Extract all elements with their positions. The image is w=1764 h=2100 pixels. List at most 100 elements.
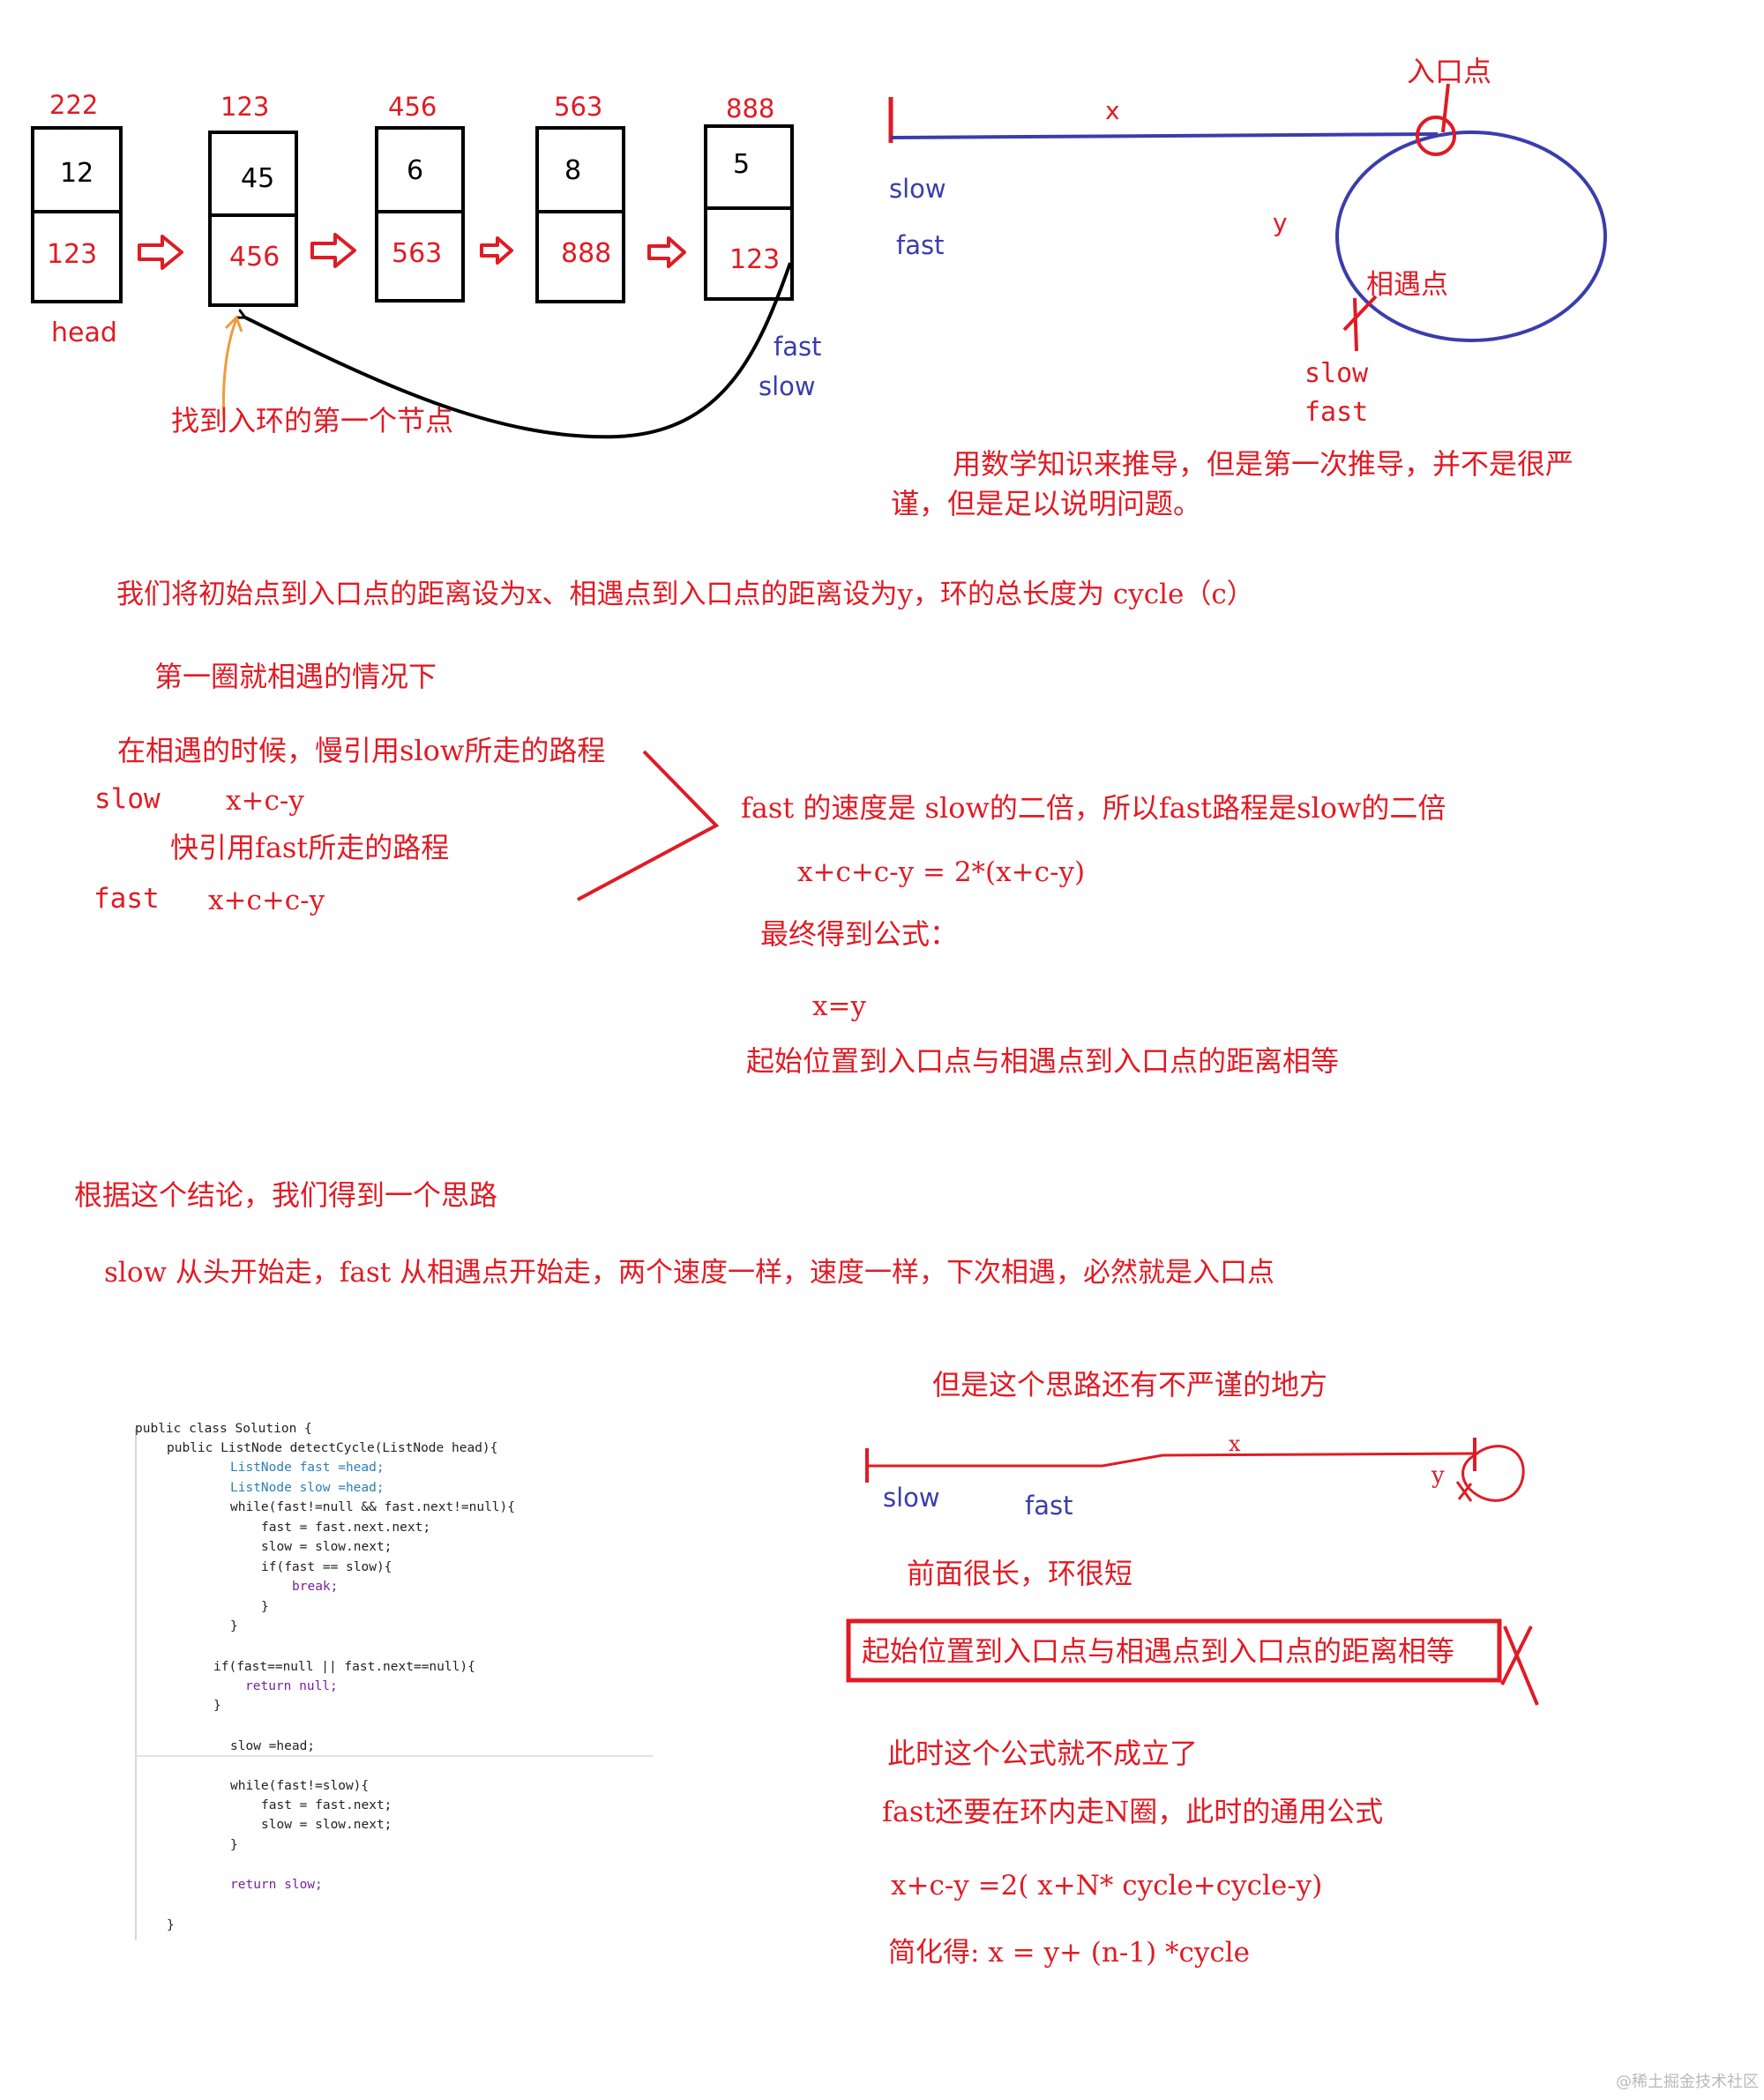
node-next: 456	[229, 242, 280, 273]
code-line: slow = slow.next;	[261, 1540, 392, 1554]
code-line: slow =head;	[230, 1739, 315, 1753]
code-line: public ListNode detectCycle(ListNode hea…	[167, 1441, 497, 1455]
node-next: 123	[47, 239, 97, 270]
fast-label: fast	[774, 332, 821, 362]
derivation: 我们将初始点到入口点的距离设为x、相遇点到入口点的距离设为y，环的总长度为 cy…	[93, 579, 1446, 1078]
definition-text: 我们将初始点到入口点的距离设为x、相遇点到入口点的距离设为y，环的总长度为 cy…	[116, 579, 1254, 610]
crossed-statement-box	[846, 1618, 1502, 1683]
general-equation: x+c-y =2( x+N* cycle+cycle-y)	[891, 1870, 1322, 1902]
x-segment	[867, 1452, 1474, 1468]
code-line: slow = slow.next;	[261, 1818, 392, 1832]
code-line: if(fast==null || fast.next==null){	[213, 1660, 475, 1674]
next-arrow-icon	[480, 236, 513, 265]
fast-expr: x+c+c-y	[208, 885, 325, 916]
next-arrow-icon	[138, 235, 183, 270]
entry-label: 入口点	[1407, 55, 1491, 88]
node-address: 456	[388, 92, 437, 122]
first-lap-title: 第一圈就相遇的情况下	[154, 660, 437, 693]
idea-detail: slow 从头开始走，fast 从相遇点开始走，两个速度一样，速度一样，下次相遇…	[104, 1257, 1274, 1289]
slow-start-label: slow	[889, 174, 946, 204]
short-loop-note: 前面很长，环很短	[907, 1557, 1132, 1590]
watermark: @稀土掘金技术社区	[1616, 2073, 1759, 2091]
meet-label: 相遇点	[1366, 269, 1448, 301]
code-line: public class Solution {	[135, 1422, 312, 1436]
y-label: y	[1273, 208, 1288, 237]
slow-meet-label: slow	[1304, 358, 1369, 389]
idea-title: 根据这个结论，我们得到一个思路	[74, 1178, 497, 1212]
slow-label: slow	[94, 783, 161, 815]
counter-title: 但是这个思路还有不严谨的地方	[932, 1368, 1327, 1401]
orange-pointer-head	[224, 315, 243, 333]
math-note-line2: 谨，但是足以说明问题。	[891, 487, 1201, 520]
node-box	[31, 126, 123, 303]
head-label: head	[51, 318, 117, 348]
x-segment	[890, 132, 1439, 139]
code-line: return slow;	[230, 1878, 323, 1892]
linked-list: 222 12 123 123 45 456 456 6 563 563 8	[31, 90, 821, 439]
cycle-ellipse	[1335, 131, 1607, 342]
equation: x+c+c-y = 2*(x+c-y)	[797, 856, 1085, 888]
implies-bracket	[577, 750, 720, 901]
invalid-note: 此时这个公式就不成立了	[887, 1737, 1198, 1770]
idea: 根据这个结论，我们得到一个思路 slow 从头开始走，fast 从相遇点开始走，…	[74, 1178, 1274, 1289]
list-node: 563 8 888	[535, 92, 625, 303]
orange-pointer	[221, 318, 238, 422]
code-snippet: public class Solution { public ListNode …	[135, 1422, 653, 1940]
y-label: y	[1431, 1462, 1445, 1489]
code-line: if(fast == slow){	[261, 1560, 392, 1574]
code-line: }	[213, 1699, 221, 1713]
fast-path-title: 快引用fast所走的路程	[170, 831, 449, 864]
code-line: ListNode fast =head;	[230, 1461, 385, 1475]
code-line: }	[167, 1918, 175, 1932]
find-entry-note: 找到入环的第一个节点	[171, 404, 453, 437]
meet-point-cross-icon	[1342, 295, 1378, 352]
invalid-cross-icon	[1500, 1625, 1539, 1706]
node-box	[375, 126, 465, 303]
node-address: 123	[220, 92, 269, 122]
list-node: 123 45 456	[208, 92, 298, 307]
slow-label: slow	[759, 371, 816, 401]
fast-meet-label: fast	[1304, 397, 1368, 428]
node-address: 888	[726, 93, 774, 123]
meet-point-cross-icon	[1455, 1481, 1473, 1502]
node-box	[704, 124, 794, 301]
node-val: 8	[564, 155, 581, 186]
code-line: while(fast!=null && fast.next!=null){	[230, 1500, 515, 1514]
x-label: x	[1105, 96, 1120, 125]
node-box	[208, 131, 298, 307]
conclusion: 起始位置到入口点与相遇点到入口点的距离相等	[746, 1044, 1339, 1078]
crossed-statement: 起始位置到入口点与相遇点到入口点的距离相等	[862, 1634, 1454, 1668]
slow-label: slow	[883, 1483, 940, 1513]
node-next: 563	[392, 238, 442, 269]
fast-label: fast	[93, 883, 160, 915]
small-cycle	[1461, 1445, 1525, 1502]
node-val: 45	[241, 163, 274, 194]
node-address: 563	[554, 92, 602, 122]
code-line: }	[261, 1600, 269, 1614]
final-formula-title: 最终得到公式：	[760, 917, 958, 951]
code-line: }	[230, 1619, 238, 1633]
math-note-line1: 用数学知识来推导，但是第一次推导，并不是很严	[953, 447, 1573, 481]
cycle-diagram-top: x 入口点 y 相遇点 slow fast slow fast 用数学知识来推导…	[888, 55, 1607, 520]
speed-note: fast 的速度是 slow的二倍，所以fast路程是slow的二倍	[741, 791, 1446, 825]
node-val: 5	[733, 149, 750, 180]
next-arrow-icon	[310, 233, 356, 268]
code-line: fast = fast.next;	[261, 1798, 392, 1812]
code-line: fast = fast.next.next;	[261, 1521, 430, 1535]
node-box	[535, 126, 625, 303]
fast-start-label: fast	[896, 230, 944, 260]
cycle-back-arrow	[245, 262, 792, 439]
fast-label: fast	[1025, 1491, 1073, 1521]
entry-point-circle	[1416, 116, 1456, 156]
general-title: fast还要在环内走N圈，此时的通用公式	[882, 1795, 1383, 1828]
node-address: 222	[49, 90, 98, 120]
entry-point-stem	[1441, 83, 1450, 133]
code-line: while(fast!=slow){	[230, 1779, 369, 1793]
slow-expr: x+c-y	[226, 785, 304, 817]
node-val: 6	[407, 155, 423, 186]
x-label: x	[1229, 1431, 1241, 1456]
list-node: 222 12 123	[31, 90, 123, 303]
node-next: 888	[561, 238, 611, 269]
node-next: 123	[729, 244, 780, 275]
